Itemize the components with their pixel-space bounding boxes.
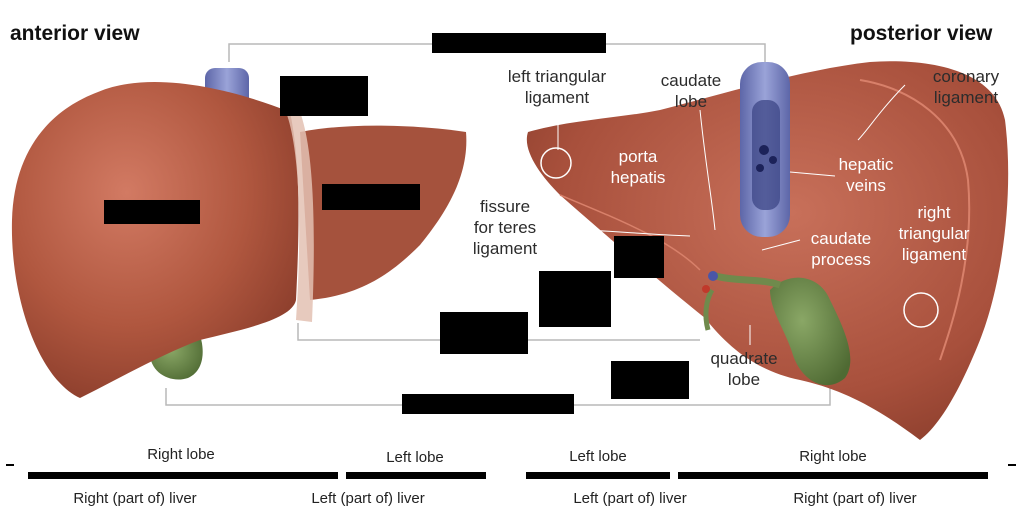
anterior-left-lobe-label: Left lobe: [386, 449, 444, 466]
posterior-right-lobe-bar: [678, 472, 988, 479]
falciform-ligament: [286, 112, 314, 322]
mask-box: [104, 200, 200, 224]
gallbladder-posterior: [770, 277, 851, 386]
posterior-right-lobe-label: Right lobe: [799, 448, 867, 465]
label-coronary-ligament: coronary ligament: [932, 67, 1000, 107]
posterior-left-part-label: Left (part of) liver: [573, 490, 687, 507]
leader-lines: [546, 84, 906, 345]
posterior-view-heading: posterior view: [850, 22, 993, 45]
right-triangular-ligament-marker: [903, 292, 939, 328]
anterior-right-lobe: [11, 82, 299, 398]
label-caudate-lobe: caudate lobe: [660, 71, 722, 111]
mask-box: [432, 33, 606, 53]
label-caudate-process: caudate process: [810, 229, 872, 269]
mask-box: [539, 271, 611, 327]
anterior-right-lobe-label: Right lobe: [147, 446, 215, 463]
edge-tick-left: [6, 464, 14, 466]
label-porta-hepatis: porta hepatis: [610, 147, 666, 187]
anterior-left-lobe: [300, 125, 467, 300]
left-triangular-ligament-marker: [540, 147, 572, 179]
mask-box: [280, 76, 368, 116]
label-hepatic-veins: hepatic veins: [838, 155, 894, 195]
anterior-right-part-label: Right (part of) liver: [73, 490, 197, 507]
anterior-view-heading: anterior view: [10, 22, 140, 45]
label-right-triangular-ligament: right triangular ligament: [898, 203, 970, 264]
mask-box: [322, 184, 420, 210]
label-left-triangular-ligament: left triangular ligament: [507, 67, 607, 107]
anterior-left-lobe-bar: [346, 472, 486, 479]
edge-tick-right: [1008, 464, 1016, 466]
mask-box: [402, 394, 574, 414]
posterior-liver: [526, 61, 1009, 441]
mask-box: [611, 361, 689, 399]
mask-box: [614, 236, 664, 278]
posterior-left-lobe-bar: [526, 472, 670, 479]
anterior-liver: [11, 68, 467, 398]
anterior-right-lobe-bar: [28, 472, 338, 479]
posterior-left-lobe-label: Left lobe: [569, 448, 627, 465]
anterior-left-part-label: Left (part of) liver: [311, 490, 425, 507]
label-fissure-for-teres-ligament: fissure for teres ligament: [472, 197, 538, 258]
posterior-liver-body: [526, 61, 1009, 441]
posterior-right-part-label: Right (part of) liver: [793, 490, 917, 507]
mask-box: [440, 312, 528, 354]
label-quadrate-lobe: quadrate lobe: [710, 349, 778, 389]
